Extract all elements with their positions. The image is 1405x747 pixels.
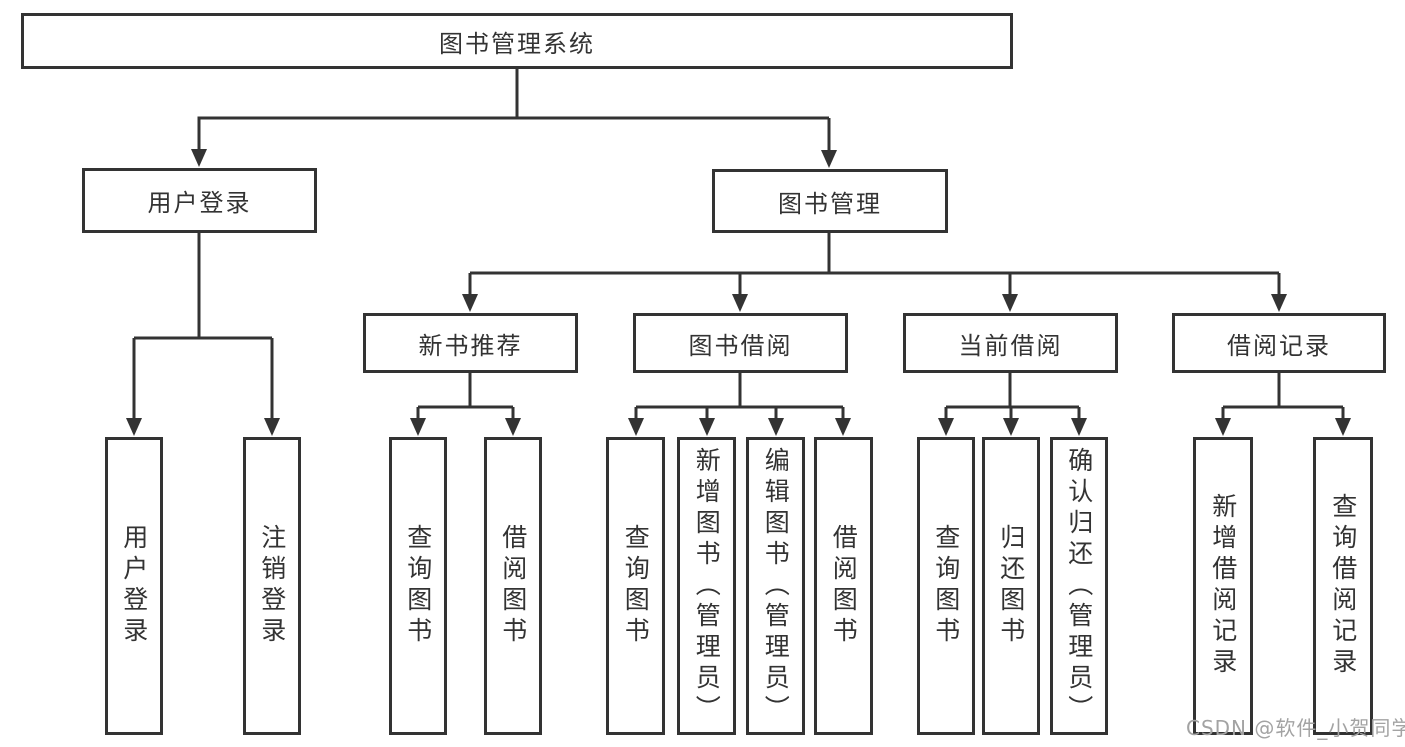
leaf-query-borrow-record: 查询借阅记录 bbox=[1313, 437, 1373, 735]
node-label: 图书管理 bbox=[778, 189, 882, 218]
leaf-query-books-2: 查询图书 bbox=[606, 437, 665, 735]
node-label: 图书借阅 bbox=[688, 331, 793, 360]
node-book-borrow: 图书借阅 bbox=[633, 313, 848, 373]
leaf-add-borrow-record: 新增借阅记录 bbox=[1193, 437, 1253, 735]
leaf-query-books-3: 查询图书 bbox=[917, 437, 975, 735]
leaf-borrow-books-1: 借阅图书 bbox=[484, 437, 542, 735]
node-label: 查询图书 bbox=[621, 524, 651, 648]
node-new-book-recommend: 新书推荐 bbox=[363, 313, 578, 373]
node-label: 当前借阅 bbox=[958, 331, 1063, 360]
leaf-query-books-1: 查询图书 bbox=[389, 437, 447, 735]
node-label: 借阅图书 bbox=[498, 524, 528, 648]
node-label: 确认归还（管理员） bbox=[1064, 446, 1094, 726]
node-label: 归还图书 bbox=[996, 524, 1026, 648]
csdn-watermark: CSDN @软件_小贺同学 bbox=[1186, 716, 1405, 740]
node-current-borrow: 当前借阅 bbox=[903, 313, 1118, 373]
node-library-system: 图书管理系统 bbox=[21, 13, 1013, 69]
node-book-manage: 图书管理 bbox=[712, 169, 948, 233]
node-label: 借阅图书 bbox=[829, 524, 859, 648]
node-label: 注销登录 bbox=[257, 524, 287, 648]
leaf-logout: 注销登录 bbox=[243, 437, 301, 735]
node-label: 用户登录 bbox=[147, 189, 252, 217]
node-label: 编辑图书（管理员） bbox=[761, 446, 791, 726]
node-label: 借阅记录 bbox=[1227, 331, 1331, 360]
node-label: 图书管理系统 bbox=[439, 29, 595, 58]
node-label: 查询借阅记录 bbox=[1328, 493, 1358, 679]
node-label: 查询图书 bbox=[403, 524, 433, 648]
node-label: 新增图书（管理员） bbox=[692, 446, 722, 726]
leaf-confirm-return-admin: 确认归还（管理员） bbox=[1050, 437, 1108, 735]
node-label: 用户登录 bbox=[119, 524, 149, 648]
node-borrow-records: 借阅记录 bbox=[1172, 313, 1386, 373]
leaf-edit-books-admin: 编辑图书（管理员） bbox=[746, 437, 805, 735]
leaf-borrow-books-2: 借阅图书 bbox=[814, 437, 873, 735]
node-user-login: 用户登录 bbox=[82, 168, 317, 233]
node-label: 查询图书 bbox=[931, 524, 961, 648]
leaf-user-login: 用户登录 bbox=[105, 437, 163, 735]
node-label: 新增借阅记录 bbox=[1208, 493, 1238, 679]
leaf-add-books-admin: 新增图书（管理员） bbox=[677, 437, 736, 735]
leaf-return-books: 归还图书 bbox=[982, 437, 1040, 735]
node-label: 新书推荐 bbox=[418, 331, 523, 360]
